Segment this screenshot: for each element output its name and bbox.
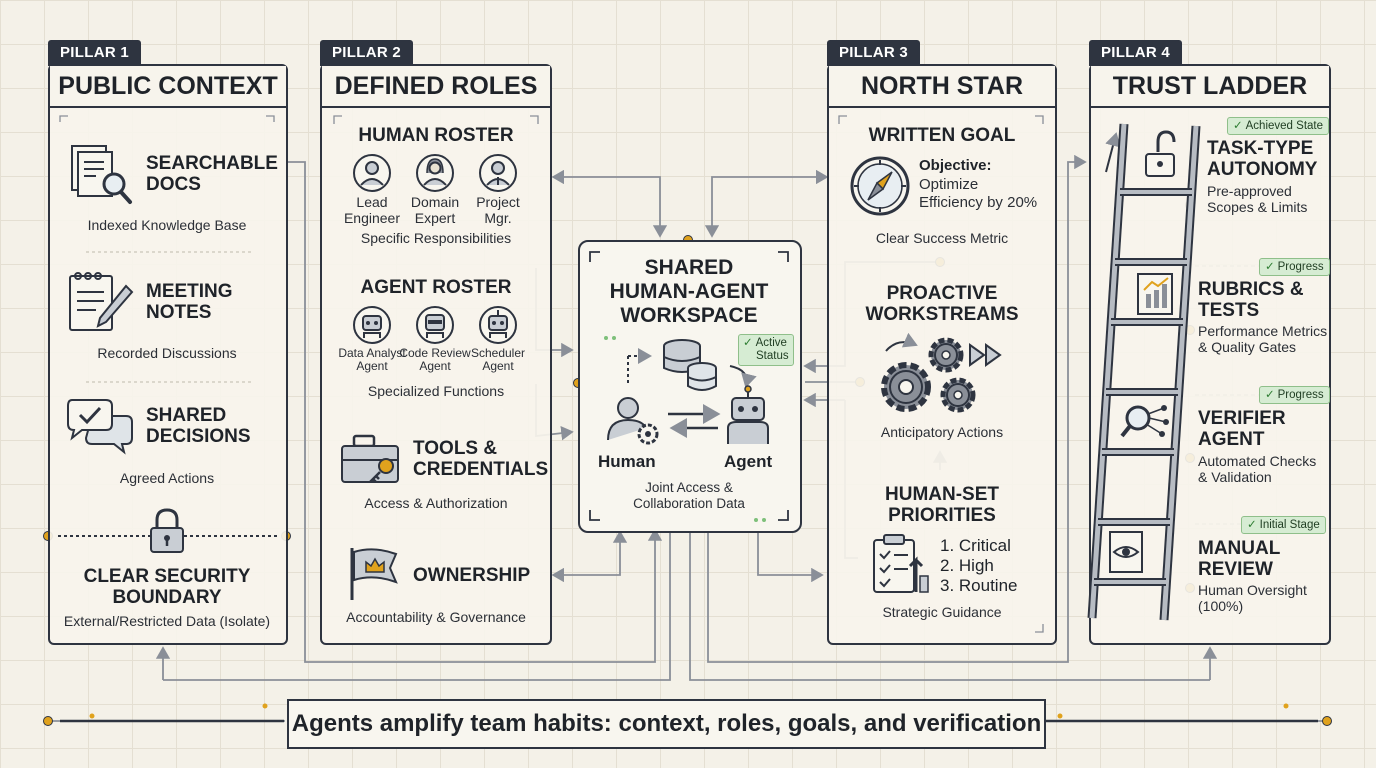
pillar3-title: NORTH STAR: [829, 66, 1055, 108]
human-gear-icon: [607, 397, 659, 445]
robot-icon-scheduler: [479, 306, 517, 344]
robot-icon-data-analyst: [353, 306, 391, 344]
robot-icon-code-review: [416, 306, 454, 344]
human-roster-caption: Specific Responsibilities: [360, 230, 512, 246]
searchable-docs-caption: Indexed Knowledge Base: [87, 217, 247, 233]
meeting-notes-caption: Recorded Discussions: [97, 345, 237, 361]
workspace-diagram: [604, 336, 769, 445]
document-magnifier-icon: [71, 145, 132, 204]
pillar4-title: TRUST LADDER: [1091, 66, 1329, 108]
pillar3-corner-marks: [838, 115, 1044, 633]
pillar2-tab: PILLAR 2: [320, 40, 414, 66]
gears-icon: [881, 333, 1002, 413]
notepad-pencil-icon: [69, 272, 134, 331]
written-goal-title: WRITTEN GOAL: [868, 125, 1016, 146]
rung4-badge: ✓Initial Stage: [1241, 516, 1326, 534]
rung1-badge: ✓Achieved State: [1227, 117, 1329, 135]
toolbox-key-icon: [341, 434, 399, 483]
ownership-title: OWNERSHIP: [413, 565, 531, 586]
rung2-caption: Performance Metrics& Quality Gates: [1198, 323, 1328, 355]
clipboard-checklist-icon: [873, 534, 929, 593]
pillar1-title: PUBLIC CONTEXT: [50, 66, 286, 108]
shared-decisions-caption: Agreed Actions: [119, 470, 215, 486]
rung2-badge: ✓Progress: [1259, 258, 1330, 276]
footer-banner: Agents amplify team habits: context, rol…: [287, 699, 1046, 749]
robot-agent-icon: [727, 385, 769, 444]
pillar2-corner-marks: [333, 115, 539, 124]
human-roster-title: HUMAN ROSTER: [358, 125, 514, 146]
active-status-badge: ✓Active Status: [738, 334, 794, 366]
human-set-priorities-caption: Strategic Guidance: [882, 604, 1002, 620]
written-goal-caption: Clear Success Metric: [875, 230, 1009, 246]
agent-roster-title: AGENT ROSTER: [360, 277, 512, 298]
rung2-title: RUBRICS &TESTS: [1198, 279, 1304, 321]
compass-icon: [850, 156, 910, 216]
padlock-icon: [150, 508, 184, 553]
pillar1-inner-frame: [59, 115, 275, 383]
speech-bubbles-check-icon: [67, 399, 133, 455]
workspace-agent-label: Agent: [724, 452, 773, 471]
objective-label: Objective:: [919, 157, 992, 174]
magnifier-network-icon: [1120, 405, 1169, 438]
ladder-illustration: [1087, 123, 1201, 621]
pillar4-panel: [1089, 64, 1331, 645]
rung3-caption: Automated Checks& Validation: [1198, 453, 1317, 485]
pillar2-title: DEFINED ROLES: [322, 66, 550, 108]
document-eye-icon: [1109, 531, 1143, 573]
workspace-caption: Joint Access &Collaboration Data: [633, 480, 745, 511]
priorities-list: 1. Critical 2. High 3. Routine: [940, 536, 1018, 595]
person-icon-project-manager: [479, 154, 517, 192]
chart-report-icon: [1137, 273, 1173, 315]
flag-crown-icon: [350, 548, 398, 600]
tools-credentials-title: TOOLS &CREDENTIALS: [413, 438, 549, 480]
pillar4-tab: PILLAR 4: [1089, 40, 1183, 66]
workspace-corner-marks: [589, 251, 789, 522]
person-icon-lead-engineer: [353, 154, 391, 192]
unlocked-padlock-icon: [1145, 130, 1176, 177]
agent-roster-caption: Specialized Functions: [367, 383, 505, 399]
tools-credentials-caption: Access & Authorization: [364, 495, 508, 511]
database-icon: [663, 339, 717, 391]
security-boundary-caption: External/Restricted Data (Isolate): [63, 613, 271, 629]
rung4-caption: Human Oversight(100%): [1198, 582, 1307, 614]
rung3-badge: ✓Progress: [1259, 386, 1330, 404]
pillar1-tab: PILLAR 1: [48, 40, 142, 66]
pillar3-tab: PILLAR 3: [827, 40, 921, 66]
person-icon-domain-expert: [416, 154, 454, 192]
proactive-workstreams-caption: Anticipatory Actions: [880, 424, 1004, 440]
ownership-caption: Accountability & Governance: [346, 609, 526, 625]
workspace-human-label: Human: [598, 452, 656, 471]
